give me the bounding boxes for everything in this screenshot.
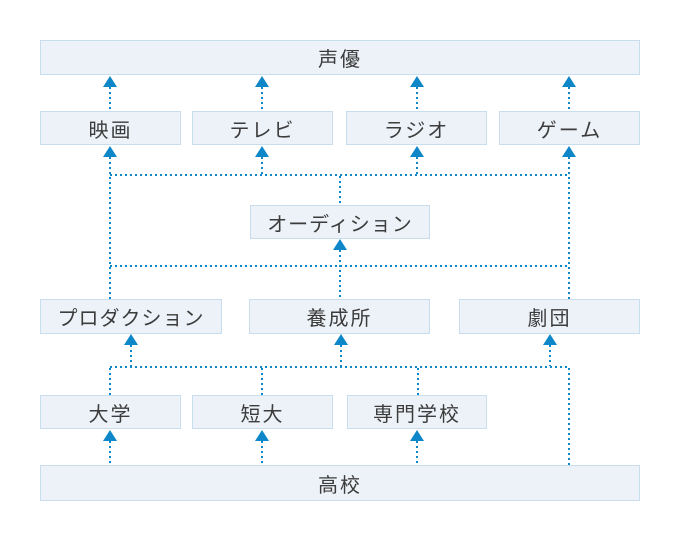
edge-eiga-seiyu	[109, 87, 111, 111]
edge-rajio-seiyu	[416, 87, 418, 111]
bus-media-distribution-line	[110, 174, 570, 176]
edge-bus-rajio	[416, 157, 418, 174]
node-odishon: オーディション	[250, 205, 430, 239]
node-koko: 高校	[40, 465, 640, 501]
arrow-into-tandai-icon	[255, 430, 269, 441]
node-seiyu: 声優	[40, 40, 640, 75]
node-terebi: テレビ	[192, 111, 333, 145]
edge-odishon-to-media-bus	[339, 176, 341, 205]
edge-bus-purodakushon	[130, 345, 132, 366]
edge-gekidan-gemu-long	[568, 157, 570, 299]
arrow-into-daigaku-icon	[103, 430, 117, 441]
arrow-gemu-to-seiyu-icon	[562, 76, 576, 87]
edge-terebi-seiyu	[261, 87, 263, 111]
arrow-into-odishon-icon	[333, 239, 347, 250]
node-tandai: 短大	[192, 395, 333, 429]
node-daigaku: 大学	[40, 395, 181, 429]
node-eiga: 映画	[40, 111, 181, 145]
edge-yoseijo-odishon	[339, 250, 341, 299]
edge-daigaku-to-bus	[109, 368, 111, 395]
bus-education-feed-line	[110, 366, 569, 368]
node-yoseijo: 養成所	[249, 299, 430, 334]
edge-gemu-seiyu	[568, 87, 570, 111]
edge-bus-terebi	[261, 157, 263, 174]
edge-purodakushon-eiga-long	[109, 157, 111, 299]
node-senmongakko: 専門学校	[347, 395, 487, 429]
arrow-into-terebi-icon	[255, 146, 269, 157]
edge-koko-daigaku	[109, 441, 111, 465]
edge-senmongakko-to-bus	[417, 368, 419, 395]
arrow-into-senmongakko-icon	[410, 430, 424, 441]
edge-koko-tandai	[261, 441, 263, 465]
edge-koko-direct-to-bus	[568, 368, 570, 465]
node-purodakushon: プロダクション	[40, 299, 222, 334]
arrow-rajio-to-seiyu-icon	[410, 76, 424, 87]
arrow-terebi-to-seiyu-icon	[255, 76, 269, 87]
arrow-into-eiga-icon	[103, 146, 117, 157]
arrow-into-gekidan-icon	[543, 334, 557, 345]
edge-bus-gekidan	[549, 345, 551, 366]
node-gemu: ゲーム	[499, 111, 640, 145]
arrow-into-yoseijo-icon	[334, 334, 348, 345]
arrow-into-rajio-icon	[410, 146, 424, 157]
edge-bus-yoseijo	[340, 345, 342, 366]
node-gekidan: 劇団	[459, 299, 640, 334]
edge-koko-senmongakko	[416, 441, 418, 465]
arrow-into-purodakushon-icon	[124, 334, 138, 345]
arrow-into-gemu-icon	[562, 146, 576, 157]
edge-tandai-to-bus	[261, 368, 263, 395]
node-rajio: ラジオ	[346, 111, 487, 145]
arrow-eiga-to-seiyu-icon	[103, 76, 117, 87]
